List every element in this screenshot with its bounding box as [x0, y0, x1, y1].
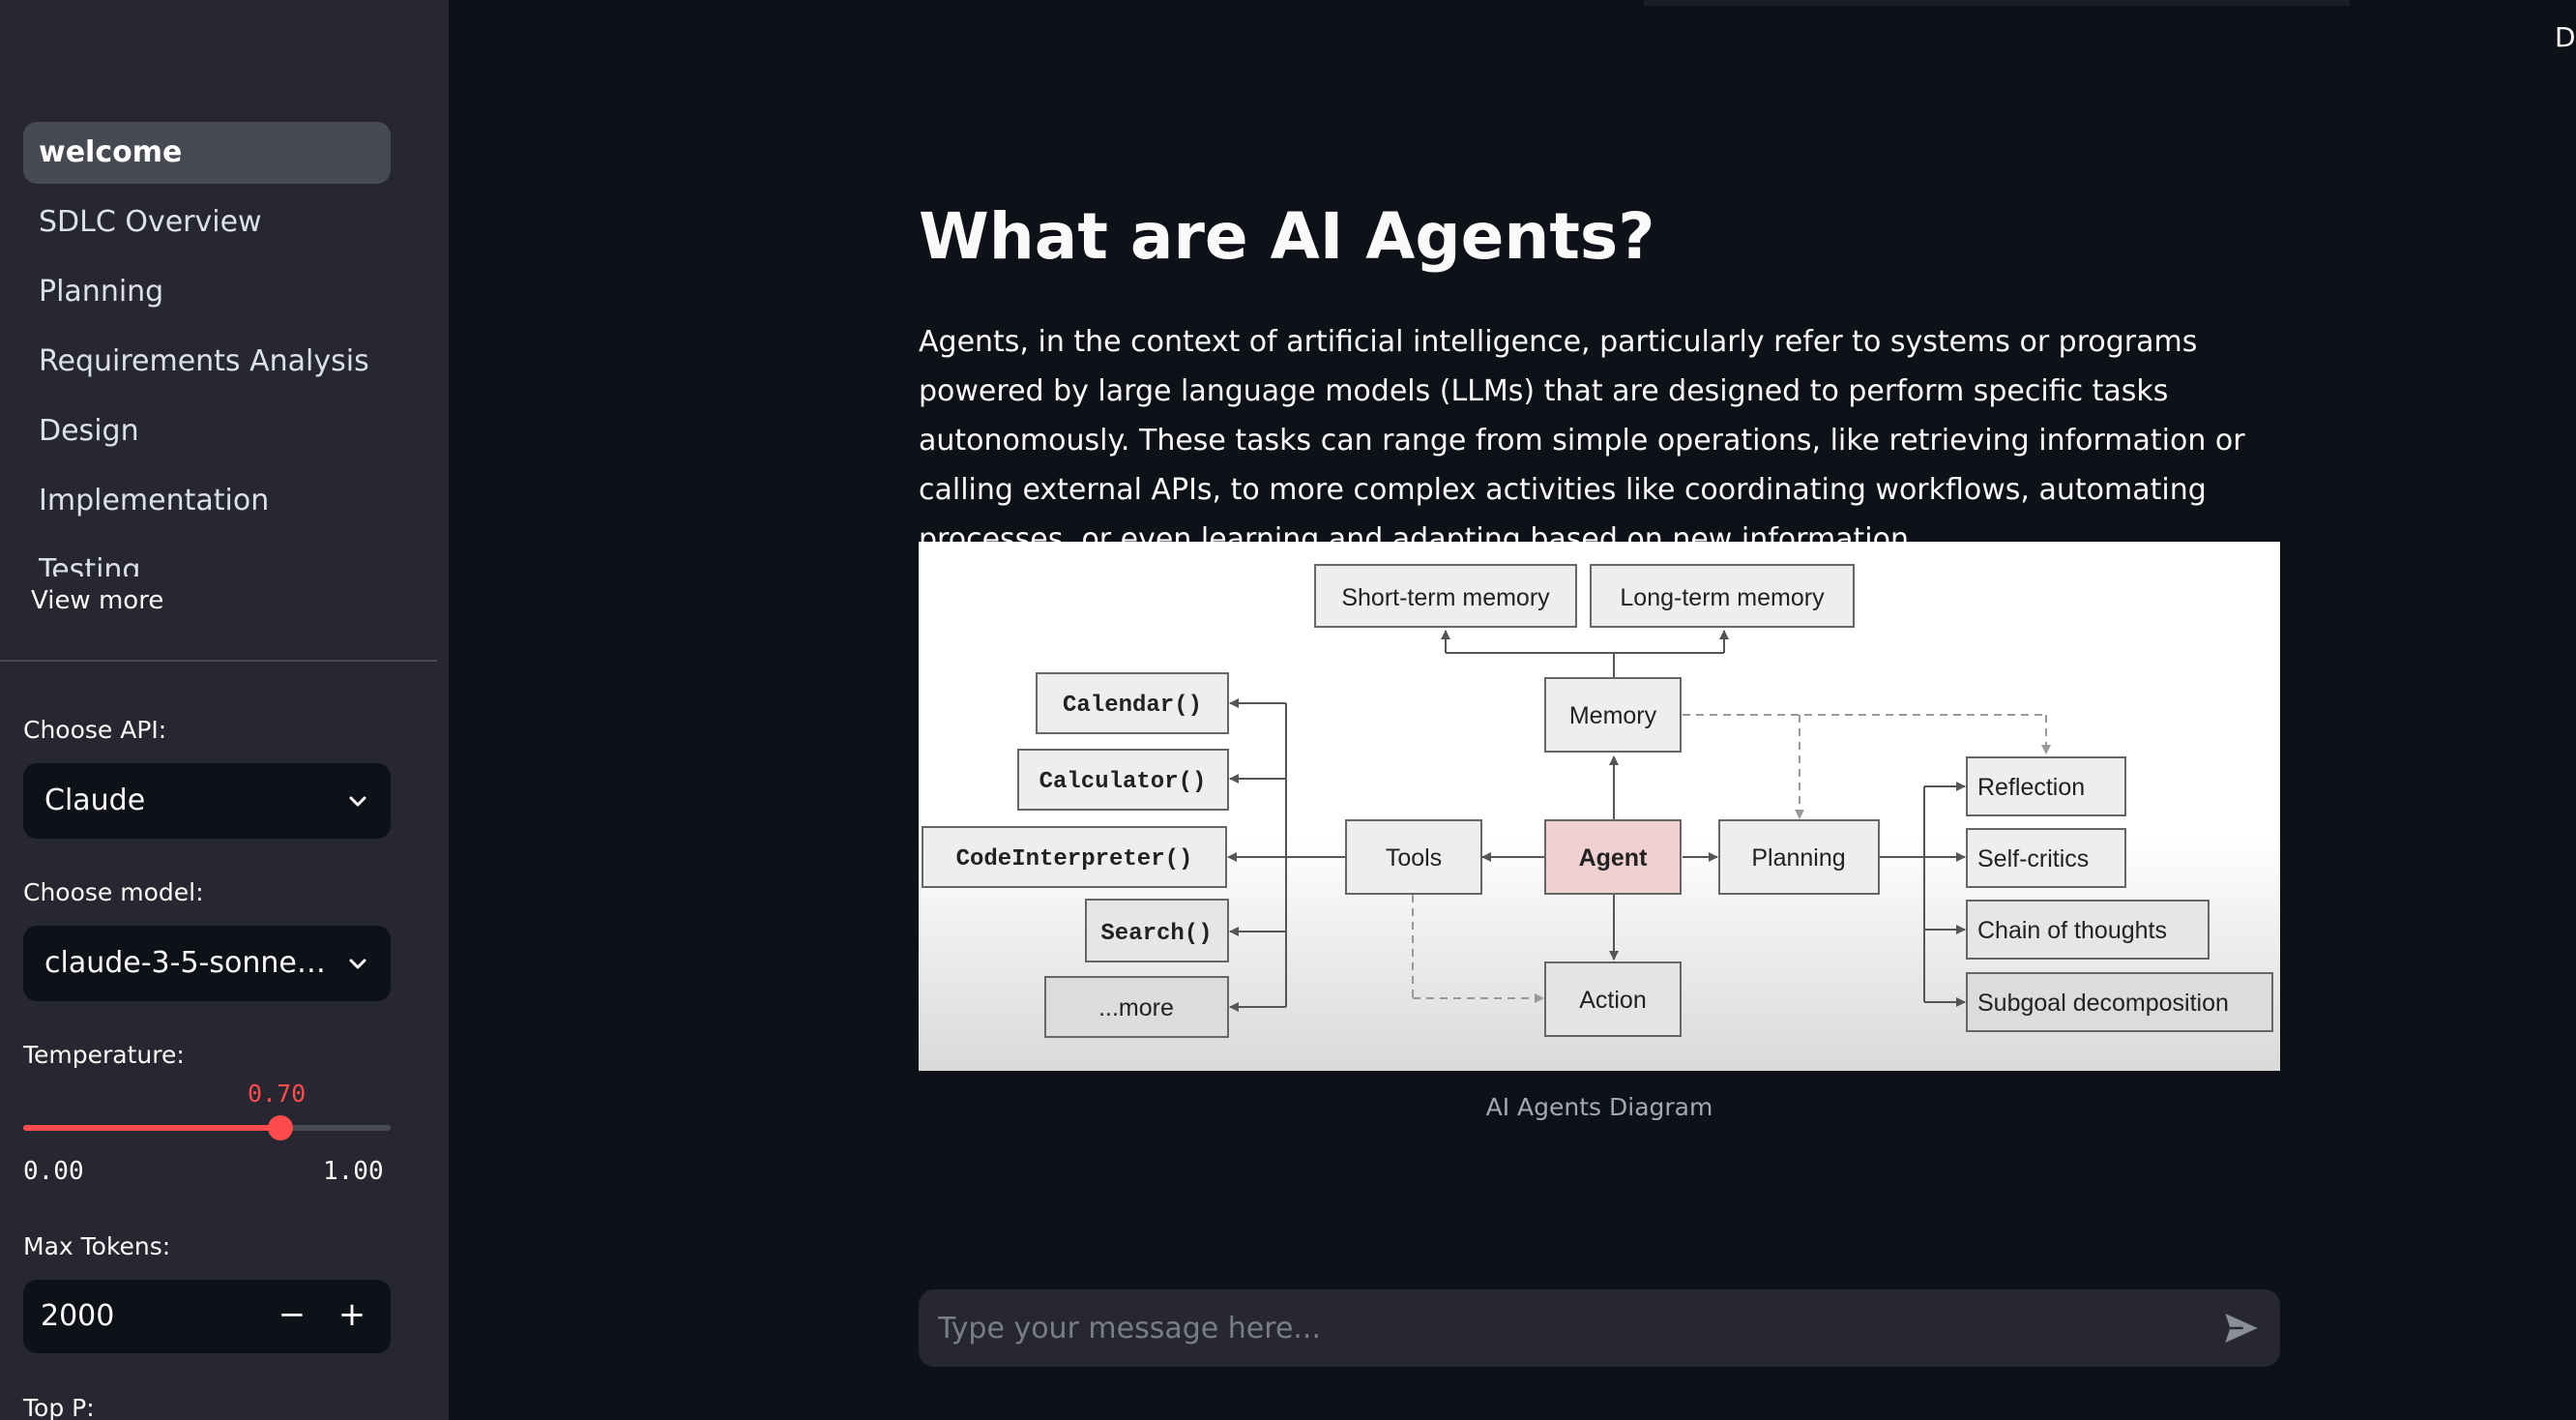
agent-text: Agent — [1579, 844, 1649, 872]
action-text: Action — [1579, 987, 1646, 1014]
calendar-box — [1036, 672, 1229, 734]
model-select-value: claude-3-5-sonne… — [44, 946, 326, 980]
reflection-text: Reflection — [1977, 774, 2085, 801]
planning-text: Planning — [1751, 844, 1845, 872]
nav-item-testing[interactable]: Testing — [39, 553, 141, 577]
nav-item-welcome[interactable]: welcome — [23, 122, 391, 184]
chain-of-thoughts-text: Chain of thoughts — [1977, 917, 2167, 944]
deploy-button[interactable]: Deploy — [2555, 21, 2576, 53]
memory-box — [1544, 677, 1682, 753]
api-select-value: Claude — [44, 784, 146, 817]
nav-item-implementation[interactable]: Implementation — [39, 484, 270, 518]
model-select[interactable]: claude-3-5-sonne… — [23, 926, 391, 1001]
nav-item-requirements-analysis[interactable]: Requirements Analysis — [39, 344, 369, 378]
figure-caption: AI Agents Diagram — [1485, 1093, 1713, 1121]
subgoal-decomposition-text: Subgoal decomposition — [1977, 990, 2229, 1017]
self-critics-text: Self-critics — [1977, 845, 2089, 873]
code-interpreter-box — [922, 826, 1227, 888]
view-more-button[interactable]: View more — [31, 586, 164, 615]
temperature-max-label: 1.00 — [323, 1157, 384, 1186]
temperature-slider-fill — [23, 1125, 280, 1131]
calculator-box — [1017, 749, 1229, 811]
intro-paragraph: Agents, in the context of artificial int… — [919, 325, 2245, 556]
temperature-slider-track[interactable] — [23, 1115, 391, 1140]
temperature-slider-thumb[interactable] — [268, 1115, 293, 1140]
max-tokens-value[interactable]: 2000 — [41, 1299, 115, 1333]
long-term-memory-text: Long-term memory — [1620, 584, 1825, 611]
more-text: ...more — [1098, 994, 1174, 1021]
nav-item-planning[interactable]: Planning — [39, 275, 164, 309]
action-box — [1544, 961, 1682, 1037]
api-select[interactable]: Claude — [23, 763, 391, 839]
subgoal-decomposition-box — [1966, 972, 2273, 1032]
tools-text: Tools — [1386, 844, 1442, 872]
increment-button[interactable]: + — [337, 1295, 366, 1334]
memory-text: Memory — [1569, 702, 1657, 729]
send-icon[interactable] — [2222, 1309, 2261, 1347]
sidebar-divider — [0, 660, 437, 662]
choose-model-label: Choose model: — [23, 878, 204, 906]
choose-api-label: Choose API: — [23, 716, 167, 744]
sidebar: welcome SDLC Overview Planning Requireme… — [0, 0, 449, 1420]
nav-item-design[interactable]: Design — [39, 414, 139, 448]
chat-input-container — [919, 1289, 2280, 1367]
top-p-label: Top P: — [23, 1394, 95, 1420]
sidebar-nav: welcome SDLC Overview Planning Requireme… — [23, 122, 391, 577]
tools-box — [1345, 819, 1482, 895]
long-term-memory-box — [1590, 564, 1855, 628]
planning-box — [1718, 819, 1880, 895]
temperature-slider-value: 0.70 — [248, 1080, 307, 1108]
max-tokens-number-input[interactable]: 2000 − + — [23, 1280, 391, 1353]
short-term-memory-text: Short-term memory — [1341, 584, 1550, 611]
header-bar — [1644, 0, 2350, 6]
self-critics-box — [1966, 828, 2126, 888]
max-tokens-label: Max Tokens: — [23, 1232, 171, 1260]
reflection-box — [1966, 756, 2126, 816]
chat-message-input[interactable] — [919, 1289, 2195, 1367]
agent-box — [1544, 819, 1682, 895]
short-term-memory-box — [1314, 564, 1577, 628]
search-box — [1085, 899, 1229, 962]
code-interpreter-text: CodeInterpreter() — [956, 846, 1193, 873]
more-box — [1044, 976, 1229, 1038]
nav-item-sdlc-overview[interactable]: SDLC Overview — [39, 205, 262, 239]
calendar-text: Calendar() — [1063, 693, 1202, 719]
calculator-text: Calculator() — [1039, 769, 1207, 795]
search-text: Search() — [1100, 921, 1212, 947]
chevron-down-icon — [349, 796, 366, 807]
temperature-label: Temperature: — [23, 1041, 185, 1069]
chain-of-thoughts-box — [1966, 900, 2210, 960]
ai-agents-diagram: Short-term memory Long-term memory Memor… — [919, 542, 2280, 1071]
decrement-button[interactable]: − — [278, 1295, 307, 1334]
chevron-down-icon — [349, 959, 366, 969]
page-title: What are AI Agents? — [919, 199, 1655, 274]
temperature-min-label: 0.00 — [23, 1157, 84, 1186]
